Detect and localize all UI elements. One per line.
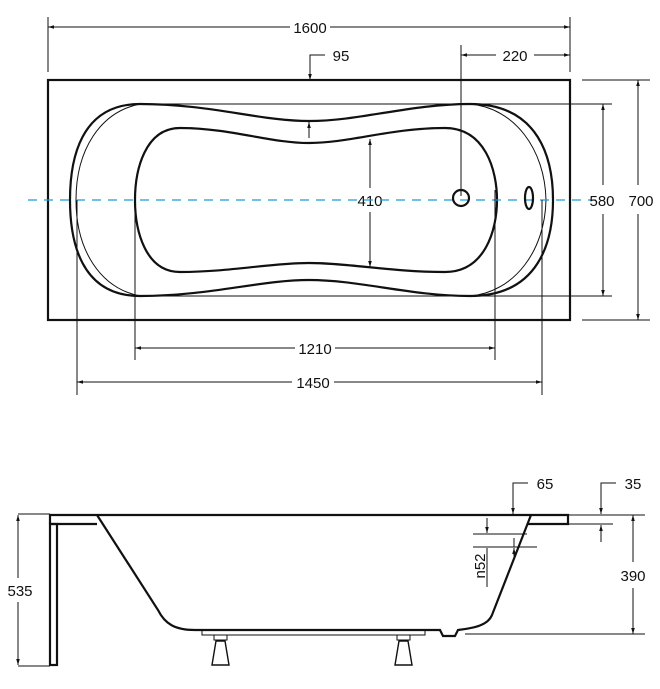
dimension-tub-depth: 390: [465, 514, 646, 635]
dimension-overall-length: 1600: [47, 17, 571, 72]
front-panel: [48, 522, 59, 667]
dim-label-580: 580: [589, 193, 614, 210]
side-view: 535 65 35 n52 390: [7, 476, 646, 667]
tub-body-profile: [96, 514, 533, 638]
dimension-drain-offset: 220: [460, 45, 570, 196]
rim-profile: [48, 513, 570, 526]
dimension-total-height: 535: [7, 513, 50, 667]
dimension-inner-rim-length: 1450: [76, 200, 543, 395]
basin-outline: [133, 126, 499, 274]
dim-label-700: 700: [628, 193, 653, 210]
dimension-rim-thickness: 35: [568, 476, 641, 542]
dim-label-220: 220: [502, 48, 527, 65]
dimension-overall-width: 700: [582, 79, 654, 321]
dimension-rim-offset: 65: [511, 476, 554, 514]
dim-label-95: 95: [333, 48, 350, 65]
dim-label-390: 390: [620, 568, 645, 585]
dim-label-410: 410: [357, 193, 382, 210]
dim-label-n52: n52: [472, 553, 489, 578]
dim-label-1450: 1450: [296, 375, 329, 392]
dim-label-1210: 1210: [298, 341, 331, 358]
dimension-overflow-height: n52: [472, 518, 537, 587]
dimension-basin-width: 410: [357, 139, 383, 267]
dimension-inner-rim-width: 580: [589, 104, 615, 296]
support-frame: [201, 629, 426, 636]
dim-label-1600: 1600: [293, 20, 326, 37]
drain-icon: [451, 188, 471, 208]
top-view: 1600 95 220 410: [28, 17, 654, 395]
dimension-rim-width: 95: [307, 48, 350, 138]
overflow-icon: [523, 185, 535, 211]
dim-label-35: 35: [625, 476, 642, 493]
dim-label-65: 65: [537, 476, 554, 493]
dimension-basin-length: 1210: [134, 190, 496, 360]
leg-right: [394, 634, 413, 666]
dim-label-535: 535: [7, 583, 32, 600]
leg-left: [211, 634, 230, 666]
